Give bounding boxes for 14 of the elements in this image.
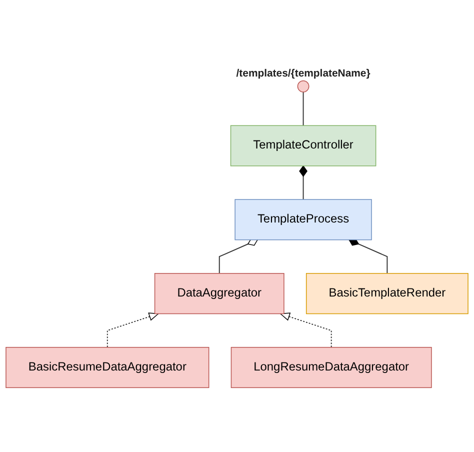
endpoint-path-label: /templates/{templateName} <box>236 68 370 80</box>
connector <box>106 312 159 348</box>
class-box: BasicResumeDataAggregator <box>6 346 210 388</box>
class-box: TemplateProcess <box>234 199 372 240</box>
endpoint-circle <box>297 80 310 92</box>
class-box: TemplateController <box>230 125 376 166</box>
connector <box>280 312 332 348</box>
connector <box>348 238 388 274</box>
connector <box>218 238 258 274</box>
class-box: LongResumeDataAggregator <box>230 346 432 388</box>
class-box: BasicTemplateRender <box>306 273 468 314</box>
connector <box>302 91 304 126</box>
connector <box>299 165 308 200</box>
class-box: DataAggregator <box>154 273 284 314</box>
